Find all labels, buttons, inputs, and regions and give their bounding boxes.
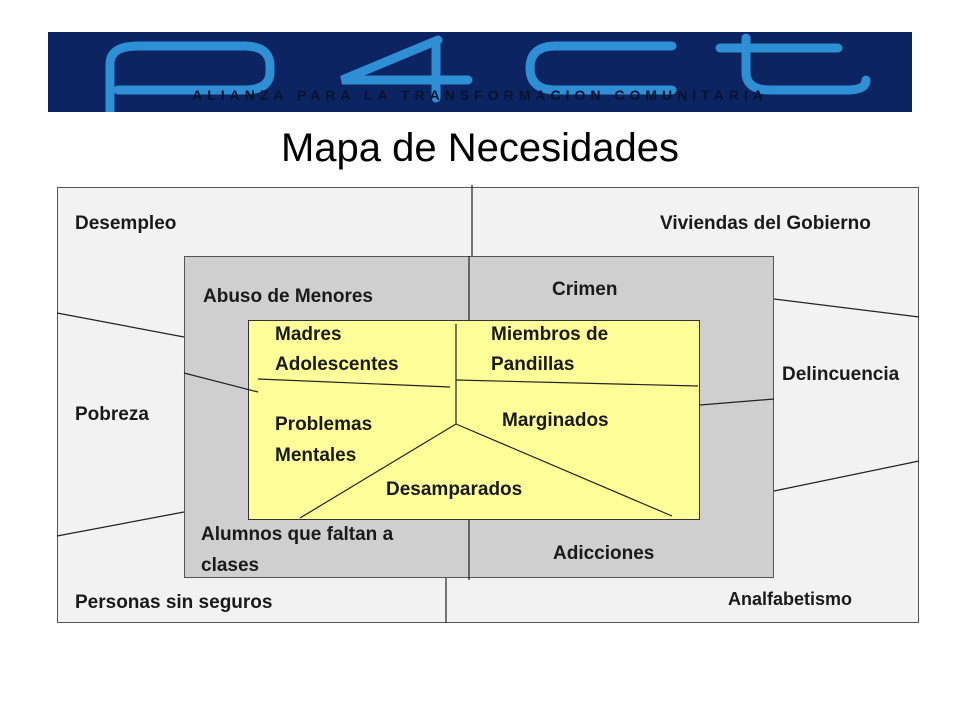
label-alumnos-line2: clases [201,555,260,576]
p4ct-logo: ALIANZA PARA LA TRANSFORMACION COMUNITAR… [105,33,871,123]
logo-banner: ALIANZA PARA LA TRANSFORMACION COMUNITAR… [48,32,912,123]
label-desempleo: Desempleo [75,213,177,234]
label-crimen: Crimen [552,279,618,300]
label-madres-line2: Adolescentes [275,354,399,375]
label-adicciones: Adicciones [553,543,655,564]
label-analfabetismo: Analfabetismo [728,589,853,609]
logo-tagline: ALIANZA PARA LA TRANSFORMACION COMUNITAR… [192,87,768,103]
label-miembros-line2: Pandillas [491,354,575,375]
label-problemas-line2: Mentales [275,445,357,466]
label-viviendas: Viviendas del Gobierno [660,213,871,234]
label-madres-line1: Madres [275,324,342,345]
label-alumnos-line1: Alumnos que faltan a [201,524,394,545]
logo-letters [105,33,871,123]
label-miembros-line1: Miembros de [491,324,609,345]
label-personas-sin-seguros: Personas sin seguros [75,592,273,613]
label-pobreza: Pobreza [75,404,149,425]
label-problemas-line1: Problemas [275,414,373,435]
label-abuso-de-menores: Abuso de Menores [203,286,373,307]
label-delincuencia: Delincuencia [782,364,900,385]
label-desamparados: Desamparados [386,479,523,500]
page-title: Mapa de Necesidades [280,126,680,170]
label-marginados: Marginados [502,410,609,431]
